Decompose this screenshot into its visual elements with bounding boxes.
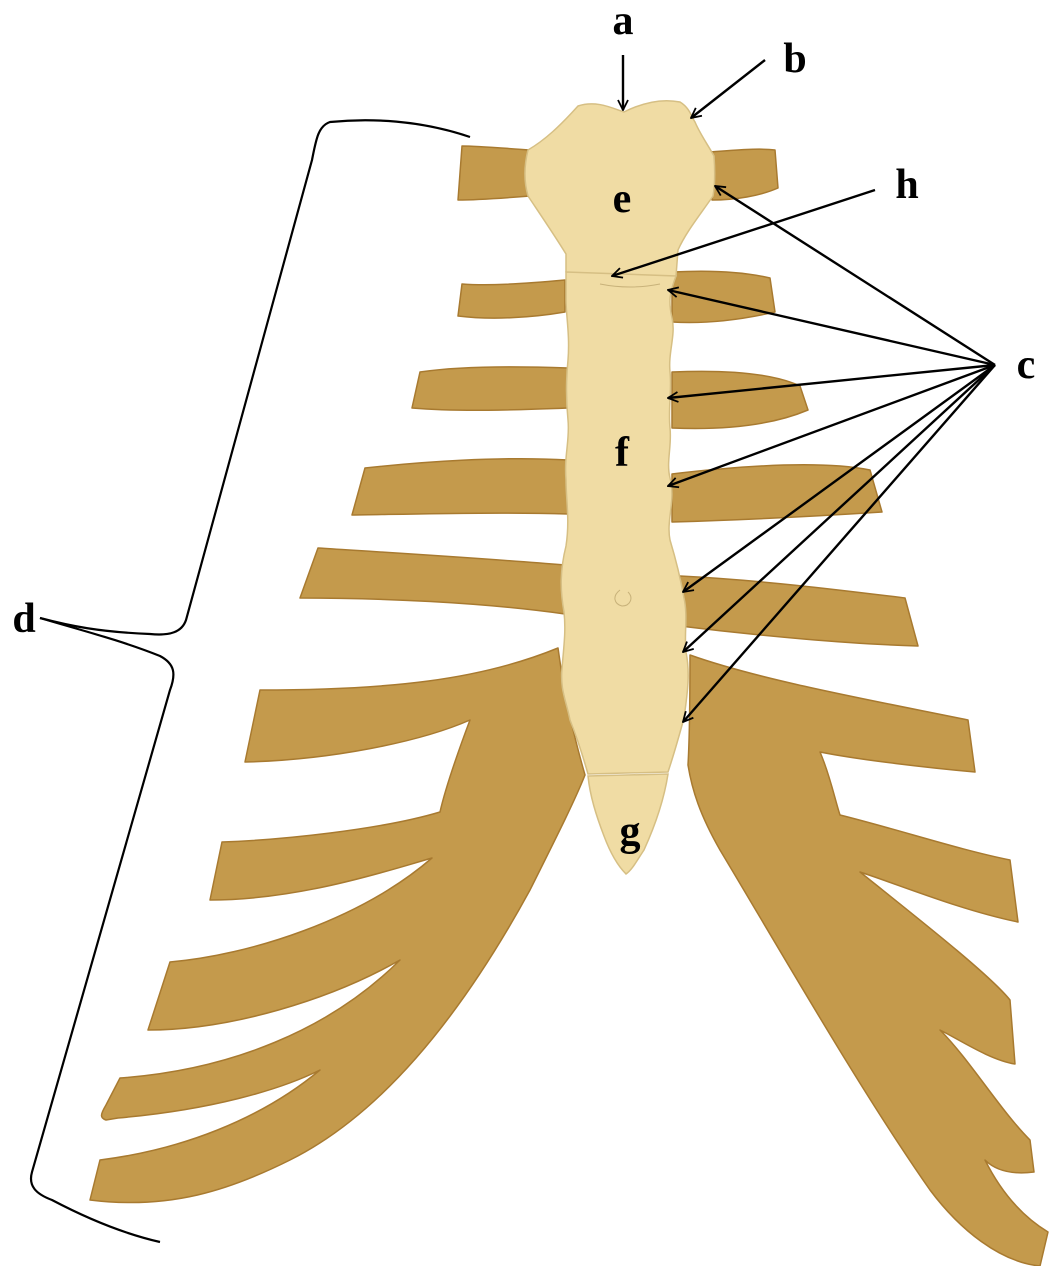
- label-c: c: [1017, 342, 1036, 388]
- label-b: b: [783, 36, 806, 82]
- cartilage-right-1: [710, 149, 778, 200]
- label-f: f: [615, 430, 630, 476]
- cartilage-left-6: [90, 648, 585, 1203]
- label-a: a: [613, 0, 634, 44]
- label-d: d: [12, 596, 35, 642]
- cartilage-left-4: [352, 459, 568, 515]
- label-h: h: [895, 162, 918, 208]
- cartilage-left-1: [458, 146, 530, 200]
- cartilage-left-5: [300, 548, 565, 614]
- bracket-lower-arm: [31, 618, 173, 1242]
- cartilage-left-3: [412, 367, 568, 411]
- cartilage-right-3: [672, 371, 808, 428]
- cartilage-right-6: [688, 655, 1048, 1266]
- label-g: g: [620, 809, 641, 855]
- pointer-b: [691, 60, 765, 118]
- costal-cartilages-left: [90, 146, 585, 1203]
- cartilage-left-2: [458, 280, 565, 318]
- label-e: e: [613, 176, 632, 222]
- costal-cartilages-right: [672, 149, 1048, 1266]
- pointer-c-2: [668, 290, 995, 365]
- cartilage-right-2: [672, 271, 775, 322]
- sternal-body: [561, 272, 688, 774]
- cartilage-right-5: [680, 576, 918, 646]
